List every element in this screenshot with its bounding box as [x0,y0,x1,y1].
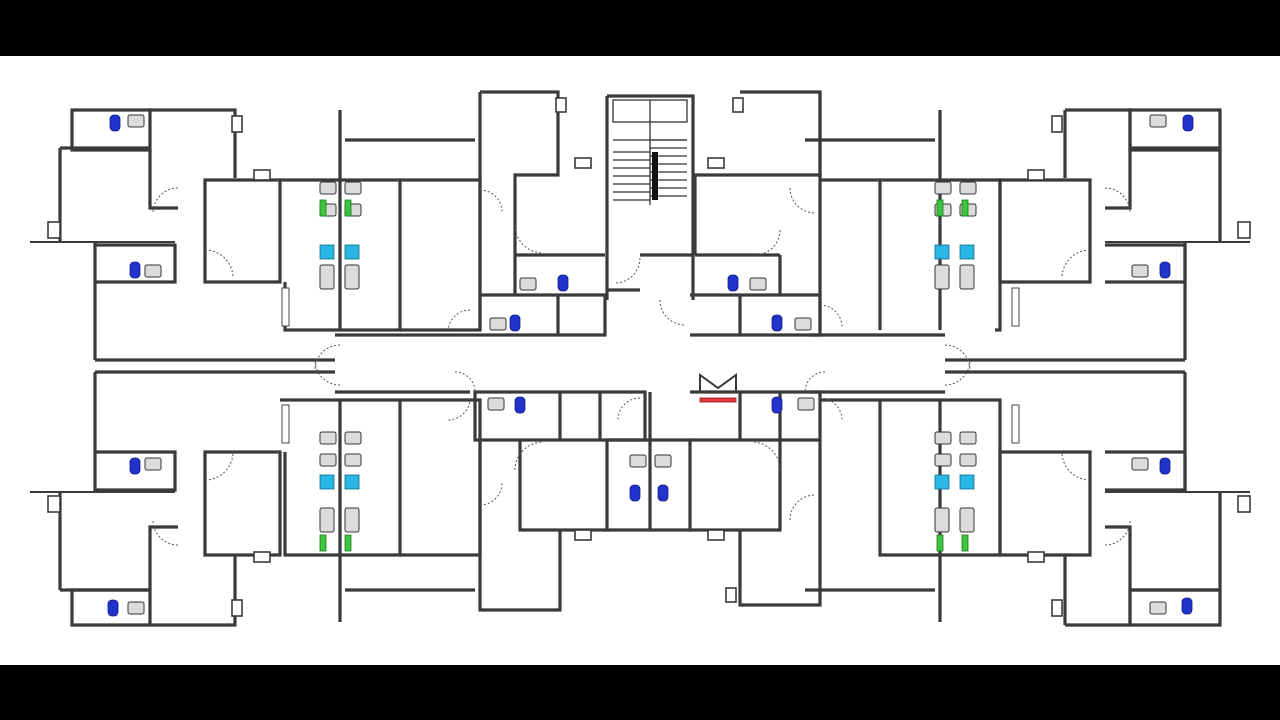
kitchen-sink-icon [319,507,335,533]
washbasin-icon [489,317,507,331]
columns [47,97,1251,617]
walls [30,90,1250,627]
fixture-pad [344,474,360,490]
washbasin-icon [144,457,162,471]
wc-icon [509,314,521,332]
wc-icon [109,114,121,132]
washbasin-icon [959,431,977,445]
washbasin-icon [319,453,337,467]
kitchen-sink-icon [344,507,360,533]
kitchen-sink-icon [934,507,950,533]
fixture-pad [934,244,950,260]
fixture-pad [936,199,944,217]
washbasin-icon [1149,114,1167,128]
washbasin-icon [934,453,952,467]
fixture-pad [319,474,335,490]
washbasin-icon [959,181,977,195]
washbasin-icon [797,397,815,411]
washbasin-icon [749,277,767,291]
fixture-pad [319,244,335,260]
kitchen-sink-icon [344,264,360,290]
kitchen-sink-icon [959,264,975,290]
washbasin-icon [127,114,145,128]
fixture-pad [344,199,352,217]
washbasin-icon [487,397,505,411]
fixture-pad [959,474,975,490]
wc-icon [1159,457,1171,475]
entrance-threshold [699,397,737,403]
washbasin-icon [344,431,362,445]
wc-icon [1181,597,1193,615]
wc-icon [557,274,569,292]
fixture-pad [961,534,969,552]
washbasin-icon [1131,264,1149,278]
wc-icon [107,599,119,617]
washbasin-icon [1131,457,1149,471]
washbasin-icon [934,431,952,445]
floor-plan-drawing [30,90,1251,627]
fixture-pad [319,199,327,217]
washbasin-icon [127,601,145,615]
wc-icon [1159,261,1171,279]
door-swing-icons [152,187,1131,546]
fixture-pad [936,534,944,552]
wc-icon [771,396,783,414]
washbasin-icon [629,454,647,468]
washbasin-icon [934,181,952,195]
floor-plan-sheet [0,56,1280,665]
washbasin-icon [319,431,337,445]
fixture-pad [961,199,969,217]
wc-icon [514,396,526,414]
wc-icon [1182,114,1194,132]
letterbox-top [0,0,1280,56]
wc-icon [657,484,669,502]
washbasin-icon [794,317,812,331]
windows [281,287,1020,444]
washbasin-icon [1149,601,1167,615]
washbasin-icon [144,264,162,278]
fixture-pad [319,534,327,552]
fixture-pad [959,244,975,260]
washbasin-icon [344,181,362,195]
wc-icon [629,484,641,502]
letterbox-bottom [0,665,1280,720]
wc-icon [771,314,783,332]
wc-icon [727,274,739,292]
stair-icon [612,99,688,205]
kitchen-sink-icon [319,264,335,290]
kitchen-sink-icon [934,264,950,290]
kitchen-sink-icon [959,507,975,533]
fixture-pad [934,474,950,490]
fixture-pad [344,244,360,260]
washbasin-icon [344,453,362,467]
washbasin-icon [654,454,672,468]
fixtures [107,114,1194,617]
washbasin-icon [519,277,537,291]
washbasin-icon [959,453,977,467]
fixture-pad [344,534,352,552]
wc-icon [129,261,141,279]
wc-icon [129,457,141,475]
washbasin-icon [319,181,337,195]
